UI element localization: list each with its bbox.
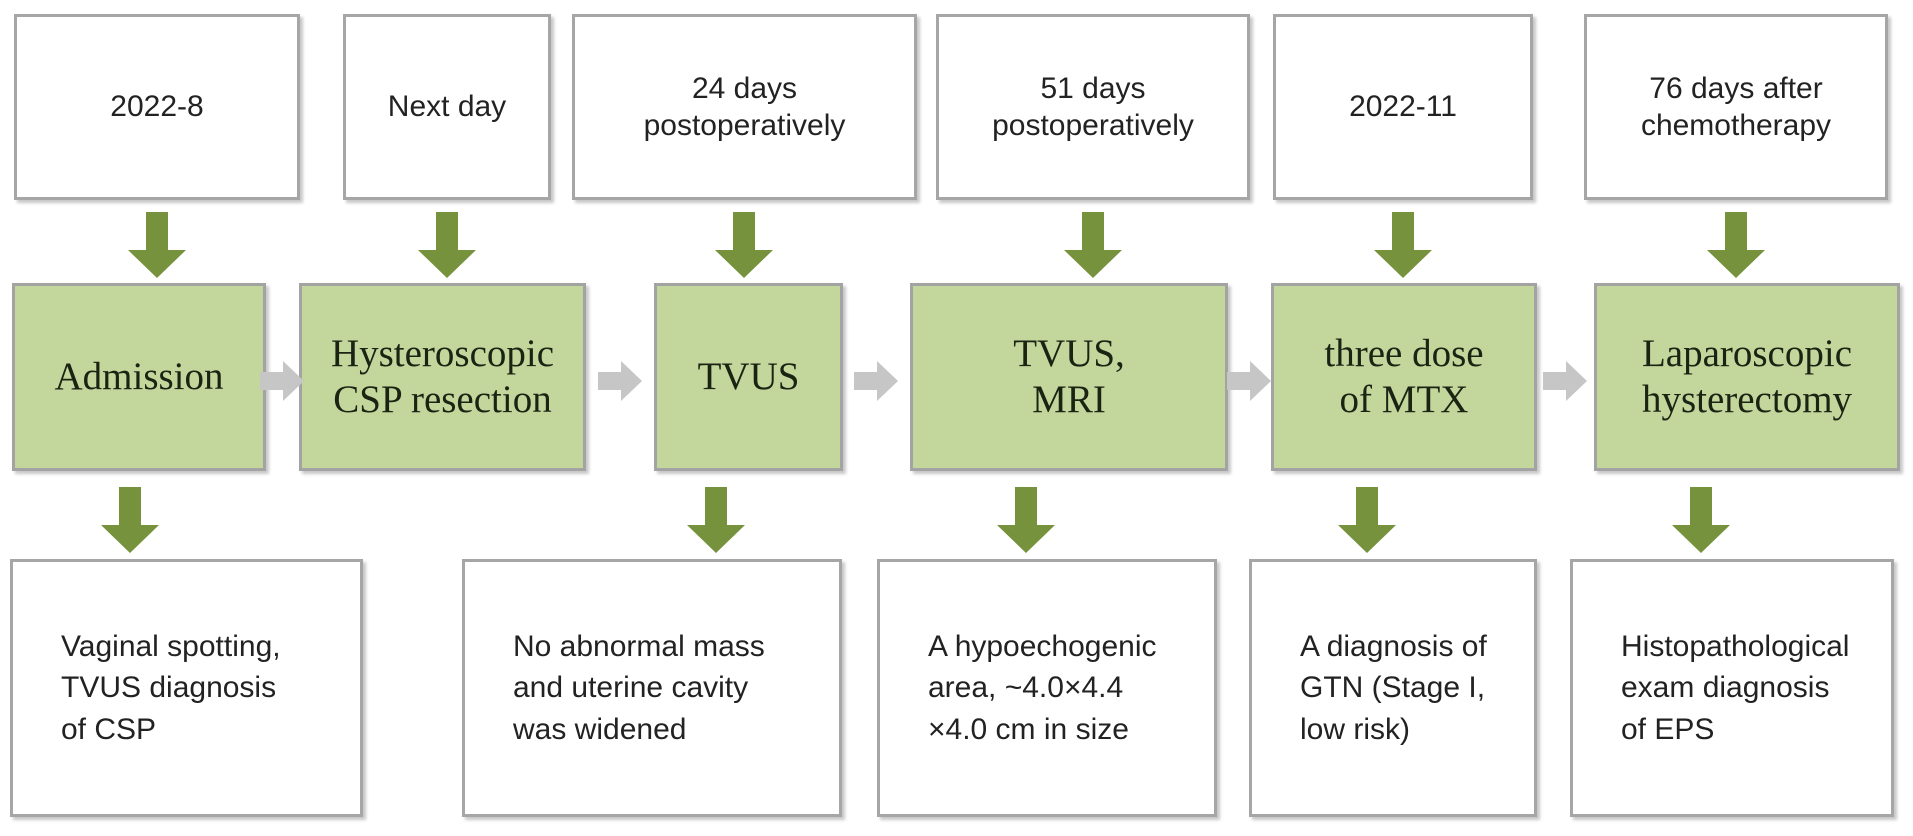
down-arrow-icon xyxy=(1707,212,1765,278)
down-arrow-icon xyxy=(418,212,476,278)
arrow-stem xyxy=(733,212,755,252)
time-box-label: 76 days after chemotherapy xyxy=(1640,71,1832,143)
event-box: three dose of MTX xyxy=(1271,283,1537,471)
down-arrow-icon xyxy=(1064,212,1122,278)
arrow-stem xyxy=(854,372,878,390)
finding-box: Histopathological exam diagnosis of EPS xyxy=(1570,559,1894,817)
arrow-head xyxy=(1064,250,1122,278)
arrow-stem xyxy=(598,372,622,390)
arrow-stem xyxy=(119,487,141,527)
time-box-label: 2022-8 xyxy=(110,90,204,124)
arrow-stem xyxy=(1356,487,1378,527)
event-box-label: TVUS, MRI xyxy=(1013,331,1125,421)
arrow-head xyxy=(687,525,745,553)
finding-box: A diagnosis of GTN (Stage I, low risk) xyxy=(1249,559,1537,817)
arrow-stem xyxy=(1227,372,1251,390)
arrow-head xyxy=(101,525,159,553)
time-box-label: 24 days postoperatively xyxy=(643,71,846,143)
finding-box-label: Vaginal spotting, TVUS diagnosis of CSP xyxy=(61,629,281,746)
finding-box: A hypoechogenic area, ~4.0×4.4 ×4.0 cm i… xyxy=(877,559,1217,817)
arrow-head xyxy=(1338,525,1396,553)
time-box-label: Next day xyxy=(387,90,507,124)
time-box: Next day xyxy=(343,14,551,200)
event-box-label: Hysteroscopic CSP resection xyxy=(330,331,555,421)
event-box: TVUS xyxy=(654,283,843,471)
arrow-head xyxy=(877,361,898,401)
finding-box-label: No abnormal mass and uterine cavity was … xyxy=(513,629,765,746)
down-arrow-icon xyxy=(1374,212,1432,278)
event-box: Laparoscopic hysterectomy xyxy=(1594,283,1900,471)
down-arrow-icon xyxy=(1672,487,1730,553)
right-arrow-icon xyxy=(854,361,898,401)
finding-box: No abnormal mass and uterine cavity was … xyxy=(462,559,842,817)
arrow-stem xyxy=(146,212,168,252)
finding-box-label: A diagnosis of GTN (Stage I, low risk) xyxy=(1300,629,1487,746)
arrow-head xyxy=(1672,525,1730,553)
right-arrow-icon xyxy=(1543,361,1587,401)
arrow-stem xyxy=(1082,212,1104,252)
arrow-head xyxy=(1250,361,1271,401)
time-box: 76 days after chemotherapy xyxy=(1584,14,1888,200)
time-box: 2022-8 xyxy=(14,14,300,200)
arrow-head xyxy=(418,250,476,278)
time-box: 51 days postoperatively xyxy=(936,14,1250,200)
arrow-stem xyxy=(1725,212,1747,252)
time-box-label: 51 days postoperatively xyxy=(992,71,1194,143)
arrow-stem xyxy=(436,212,458,252)
time-box: 2022-11 xyxy=(1273,14,1533,200)
arrow-stem xyxy=(705,487,727,527)
arrow-stem xyxy=(1015,487,1037,527)
arrow-head xyxy=(1566,361,1587,401)
arrow-stem xyxy=(260,372,284,390)
arrow-head xyxy=(1707,250,1765,278)
arrow-head xyxy=(715,250,773,278)
arrow-head xyxy=(621,361,642,401)
event-box-label: TVUS xyxy=(697,354,800,398)
down-arrow-icon xyxy=(128,212,186,278)
finding-box: Vaginal spotting, TVUS diagnosis of CSP xyxy=(10,559,363,817)
finding-box-label: A hypoechogenic area, ~4.0×4.4 ×4.0 cm i… xyxy=(928,629,1157,746)
finding-box-label: Histopathological exam diagnosis of EPS xyxy=(1621,629,1850,746)
arrow-head xyxy=(997,525,1055,553)
event-box: Hysteroscopic CSP resection xyxy=(299,283,586,471)
time-box: 24 days postoperatively xyxy=(572,14,917,200)
arrow-head xyxy=(128,250,186,278)
time-box-label: 2022-11 xyxy=(1349,90,1457,124)
event-box-label: Laparoscopic hysterectomy xyxy=(1641,331,1853,421)
arrow-stem xyxy=(1543,372,1567,390)
down-arrow-icon xyxy=(101,487,159,553)
event-box-label: Admission xyxy=(54,354,224,398)
event-box-label: three dose of MTX xyxy=(1324,331,1484,421)
arrow-head xyxy=(283,361,304,401)
down-arrow-icon xyxy=(687,487,745,553)
arrow-head xyxy=(1374,250,1432,278)
right-arrow-icon xyxy=(1227,361,1271,401)
event-box: TVUS, MRI xyxy=(910,283,1228,471)
arrow-stem xyxy=(1392,212,1414,252)
right-arrow-icon xyxy=(260,361,304,401)
down-arrow-icon xyxy=(997,487,1055,553)
down-arrow-icon xyxy=(1338,487,1396,553)
event-box: Admission xyxy=(12,283,266,471)
down-arrow-icon xyxy=(715,212,773,278)
right-arrow-icon xyxy=(598,361,642,401)
arrow-stem xyxy=(1690,487,1712,527)
